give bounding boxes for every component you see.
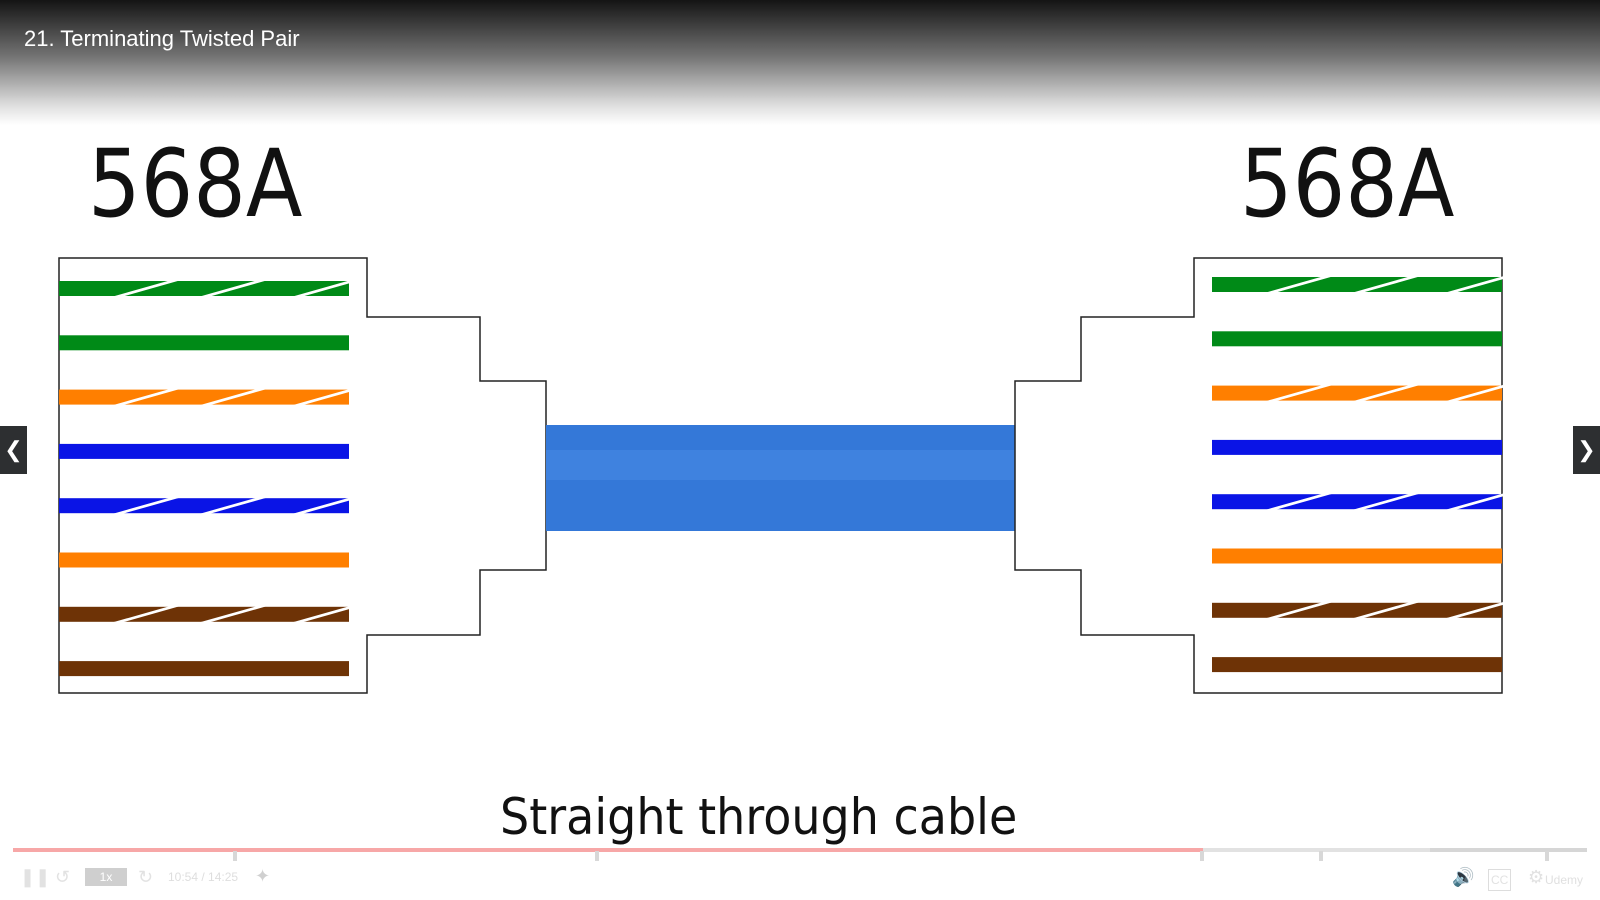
chapter-marker-1[interactable] (233, 851, 238, 861)
playback-speed-button[interactable]: 1x (85, 868, 127, 886)
bookmark-icon[interactable]: ✦ (255, 866, 271, 886)
right-wire-1-stripe-2 (1351, 276, 1422, 293)
progress-fill (13, 848, 1203, 852)
right-wire-2 (1212, 331, 1502, 347)
rewind-icon[interactable]: ↺ (55, 867, 71, 887)
chapter-marker-4[interactable] (1319, 851, 1324, 861)
brand-watermark: Udemy (1545, 873, 1584, 887)
right-wire-5-stripe-1 (1264, 493, 1335, 511)
right-wire-6 (1212, 548, 1502, 564)
chevron-left-icon: ❮ (4, 437, 23, 462)
left-wire-5-stripe-3 (291, 497, 361, 515)
time-display: 10:54 / 14:25 (168, 870, 239, 884)
right-wire-1-stripe-1 (1264, 276, 1335, 293)
chevron-right-icon: ❯ (1577, 437, 1596, 462)
diagram-caption: Straight through cable (500, 788, 1018, 846)
left-wire-7-stripe-2 (198, 605, 269, 623)
left-wire-1-stripe-2 (198, 280, 269, 297)
chapter-marker-3[interactable] (1199, 851, 1204, 861)
right-wire-7-stripe-3 (1444, 601, 1514, 619)
right-wire-5-stripe-2 (1351, 493, 1422, 511)
left-wire-7-stripe-3 (291, 605, 361, 623)
left-wire-3-stripe-3 (291, 388, 361, 406)
forward-icon[interactable]: ↻ (138, 867, 154, 887)
left-rj45-connector (58, 257, 547, 694)
right-wire-3-stripe-1 (1264, 384, 1335, 402)
left-wire-5-stripe-2 (198, 497, 269, 515)
left-wire-1-stripe-1 (111, 280, 182, 297)
right-wire-4 (1212, 439, 1502, 455)
left-wire-1-stripe-3 (291, 280, 361, 297)
chapter-marker-2[interactable] (595, 851, 600, 861)
left-wire-group (59, 280, 361, 677)
settings-icon[interactable]: ⚙ (1528, 867, 1545, 887)
right-wire-3-stripe-2 (1351, 384, 1422, 402)
cable-highlight (546, 450, 1015, 480)
pause-icon[interactable]: ❚❚ (20, 867, 51, 887)
right-wire-1-stripe-3 (1444, 276, 1514, 293)
right-wire-5-stripe-3 (1444, 493, 1514, 511)
left-wire-5-stripe-1 (111, 497, 182, 515)
right-rj45-connector (1014, 257, 1514, 694)
left-wire-4 (59, 443, 349, 459)
right-wire-7-stripe-2 (1351, 601, 1422, 619)
captions-icon[interactable]: CC (1488, 869, 1512, 891)
left-wire-8 (59, 661, 349, 677)
previous-lecture-button[interactable]: ❮ (0, 426, 27, 474)
left-wire-7-stripe-1 (111, 605, 182, 623)
chapter-marker-5[interactable] (1544, 851, 1549, 861)
right-wire-7-stripe-1 (1264, 601, 1335, 619)
left-wire-2 (59, 335, 349, 351)
left-wire-3-stripe-2 (198, 388, 269, 406)
progress-bar[interactable] (13, 848, 1587, 861)
right-wire-8 (1212, 657, 1502, 673)
next-lecture-button[interactable]: ❯ (1573, 426, 1600, 474)
title-overlay (0, 0, 1600, 125)
volume-icon[interactable]: 🔊 (1452, 867, 1475, 887)
video-controls: ❚❚ ↺ 1x ↻ 10:54 / 14:25 ✦ 🔊 CC ⚙ Udemy (0, 840, 1600, 900)
right-wire-group (1212, 276, 1514, 673)
right-connector-outline (1014, 257, 1503, 694)
left-standard-label: 568A (88, 130, 303, 239)
left-wire-6 (59, 552, 349, 568)
right-wire-3-stripe-3 (1444, 384, 1514, 402)
video-title: 21. Terminating Twisted Pair (24, 26, 300, 51)
right-standard-label: 568A (1240, 130, 1455, 239)
left-connector-outline (58, 257, 547, 694)
left-wire-3-stripe-1 (111, 388, 182, 406)
